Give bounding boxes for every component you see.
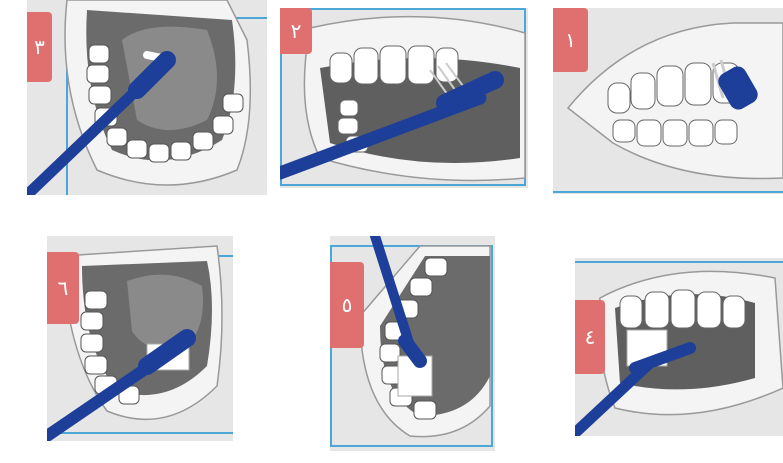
mouth-chewing-surface-brushing	[47, 236, 233, 441]
step-number-badge: ٢	[280, 8, 312, 54]
mouth-outer-side-brushing	[280, 8, 528, 188]
mouth-lower-inner-brushing	[27, 0, 267, 195]
mouth-front-brushing	[553, 8, 783, 194]
step-number-badge: ٦	[47, 252, 79, 324]
step-number-badge: ١	[553, 8, 588, 72]
step-3-illustration	[27, 0, 267, 195]
step-2-illustration	[280, 8, 528, 188]
step-1-illustration	[553, 8, 783, 194]
step-number-badge: ٥	[330, 262, 364, 348]
step-6-illustration	[47, 236, 233, 441]
mouth-inner-front-brushing	[575, 258, 783, 436]
step-number-badge: ٤	[575, 300, 605, 374]
step-4-illustration	[575, 258, 783, 436]
step-number-badge: ٣	[27, 12, 52, 82]
